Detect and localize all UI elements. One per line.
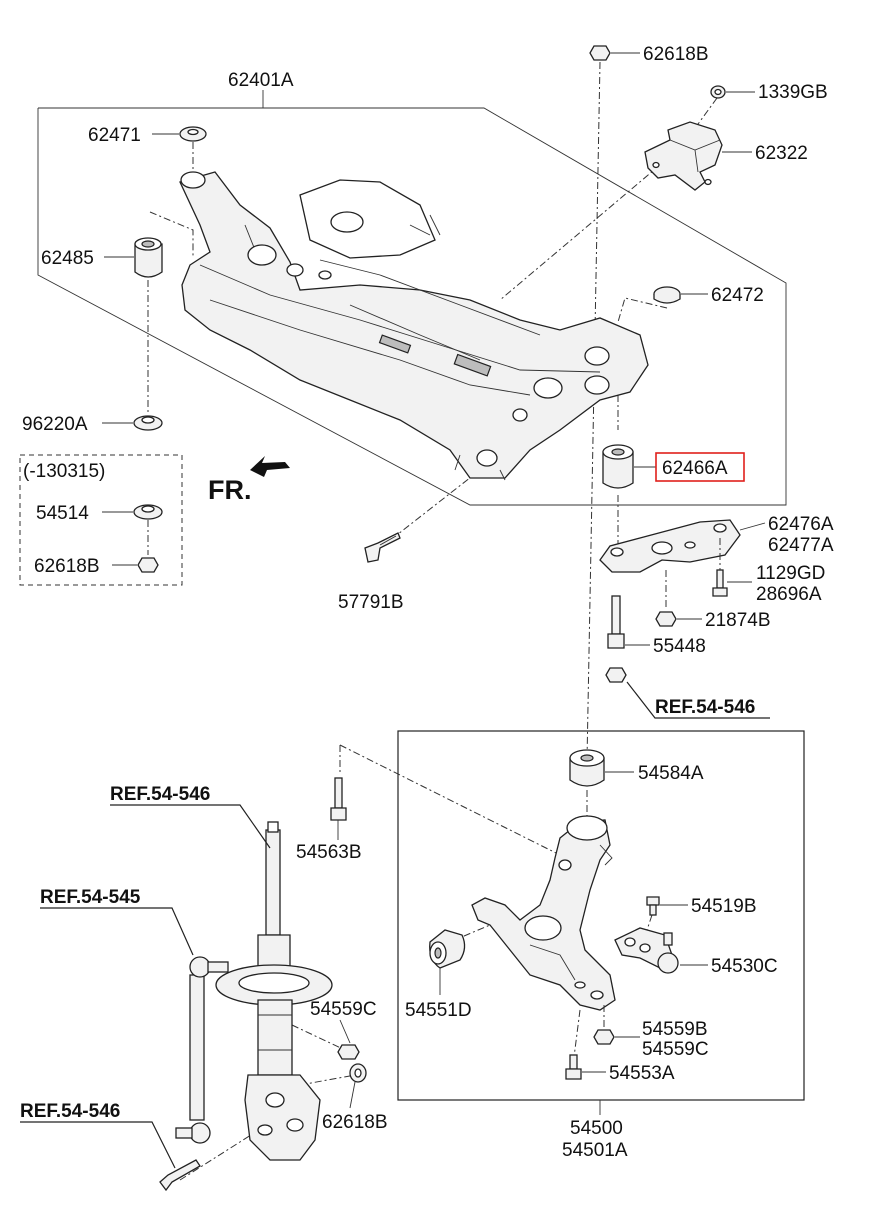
centerline-62485-offset bbox=[149, 211, 194, 258]
label-55448: 55448 bbox=[653, 636, 706, 657]
nut-62618B-box bbox=[137, 557, 159, 573]
nut-54559C-left bbox=[337, 1044, 360, 1060]
centerline-54563B bbox=[339, 744, 561, 856]
serial-range-box bbox=[19, 454, 183, 586]
lower-control-arm bbox=[471, 815, 616, 1011]
label-62401A: 62401A bbox=[228, 70, 294, 91]
washer-62472 bbox=[653, 286, 681, 304]
label-62322: 62322 bbox=[755, 143, 808, 164]
stabilizer-link bbox=[175, 956, 229, 1144]
nut-1339GB bbox=[710, 85, 726, 99]
bolt-57791B bbox=[364, 532, 401, 563]
bushing-62485 bbox=[134, 237, 163, 278]
washer-54514 bbox=[133, 504, 163, 520]
bolt-1129GD bbox=[712, 569, 728, 597]
label-62466A: 62466A bbox=[662, 458, 728, 479]
bolt-54553A bbox=[565, 1054, 582, 1080]
nut-21874B bbox=[655, 611, 677, 627]
label-62618B-box: 62618B bbox=[34, 556, 100, 577]
label-54563B: 54563B bbox=[296, 842, 362, 863]
label-1129GD: 1129GD bbox=[756, 563, 825, 584]
label-ref-54-545: REF.54-545 bbox=[40, 887, 141, 908]
leader-54559C-left bbox=[339, 1019, 351, 1044]
centerline-57791B bbox=[392, 469, 481, 539]
label-62471: 62471 bbox=[88, 125, 141, 146]
bracket-62476A bbox=[599, 519, 741, 573]
label-62476A: 62476A bbox=[768, 514, 834, 535]
label-62477A: 62477A bbox=[768, 535, 834, 556]
label-54519B: 54519B bbox=[691, 896, 757, 917]
label-front: FR. bbox=[208, 475, 252, 505]
label-54584A: 54584A bbox=[638, 763, 704, 784]
leader-ref4 bbox=[20, 1121, 176, 1169]
bolt-54519B bbox=[646, 896, 660, 916]
label-ref-54-546-b: REF.54-546 bbox=[110, 784, 210, 805]
bushing-54584A bbox=[569, 749, 605, 787]
centerline-top-bolt bbox=[586, 61, 601, 761]
leader-62618B-bottom bbox=[349, 1081, 356, 1109]
leader-62476A bbox=[739, 522, 766, 531]
label-54501A: 54501A bbox=[562, 1140, 628, 1161]
label-96220A: 96220A bbox=[22, 414, 88, 435]
label-54530C: 54530C bbox=[711, 956, 778, 977]
centerline-54551D bbox=[449, 924, 491, 943]
nut-54559B bbox=[593, 1029, 615, 1045]
shock-absorber-strut bbox=[215, 821, 333, 1161]
bushing-54551D bbox=[429, 929, 466, 969]
leader-ref3 bbox=[40, 907, 194, 956]
leader-ref1 bbox=[626, 681, 770, 719]
bracket-62322 bbox=[644, 121, 723, 191]
label-62618B-top: 62618B bbox=[643, 44, 709, 65]
bolt-54563B bbox=[330, 777, 347, 821]
centerline-62322 bbox=[499, 164, 661, 301]
front-arrow-icon bbox=[250, 456, 290, 477]
label-1339GB: 1339GB bbox=[758, 82, 828, 103]
label-54514: 54514 bbox=[36, 503, 89, 524]
bushing-62466A bbox=[602, 444, 634, 489]
label-54551D: 54551D bbox=[405, 1000, 472, 1021]
label-21874B: 21874B bbox=[705, 610, 771, 631]
label-62618B-bottom: 62618B bbox=[322, 1112, 388, 1133]
label-57791B: 57791B bbox=[338, 592, 404, 613]
label-54559C-left: 54559C bbox=[310, 999, 377, 1020]
bolt-55448 bbox=[607, 595, 625, 649]
crossmember-group-boundary bbox=[37, 107, 787, 506]
label-serial-range: (-130315) bbox=[23, 461, 105, 482]
washer-96220A bbox=[133, 415, 163, 431]
centerline-link-bolt bbox=[179, 1127, 263, 1181]
label-ref-54-546-a: REF.54-546 bbox=[655, 697, 755, 718]
highlight-box-62466A bbox=[655, 452, 745, 482]
label-28696A: 28696A bbox=[756, 584, 822, 605]
crossmember-subframe bbox=[179, 171, 649, 481]
label-54500: 54500 bbox=[570, 1118, 623, 1139]
nut-62618B-bottom bbox=[349, 1063, 367, 1083]
label-62472: 62472 bbox=[711, 285, 764, 306]
label-54559B: 54559B bbox=[642, 1019, 708, 1040]
leader-ref2 bbox=[110, 804, 271, 849]
lower-arm-group-box bbox=[397, 730, 805, 1101]
label-62485: 62485 bbox=[41, 248, 94, 269]
bolt-ref-54-546 bbox=[159, 1159, 201, 1192]
label-54559C-right: 54559C bbox=[642, 1039, 709, 1060]
front-direction-indicator bbox=[250, 456, 290, 477]
washer-62471 bbox=[179, 126, 207, 142]
label-ref-54-546-c: REF.54-546 bbox=[20, 1101, 120, 1122]
centerline-62618B-bottom bbox=[299, 1074, 356, 1086]
nut-ref-54-546 bbox=[605, 667, 627, 683]
label-54553A: 54553A bbox=[609, 1063, 675, 1084]
centerline-54559C-left bbox=[291, 1024, 346, 1051]
nut-62618B-top bbox=[589, 45, 611, 61]
ball-joint-54530C bbox=[614, 927, 679, 974]
